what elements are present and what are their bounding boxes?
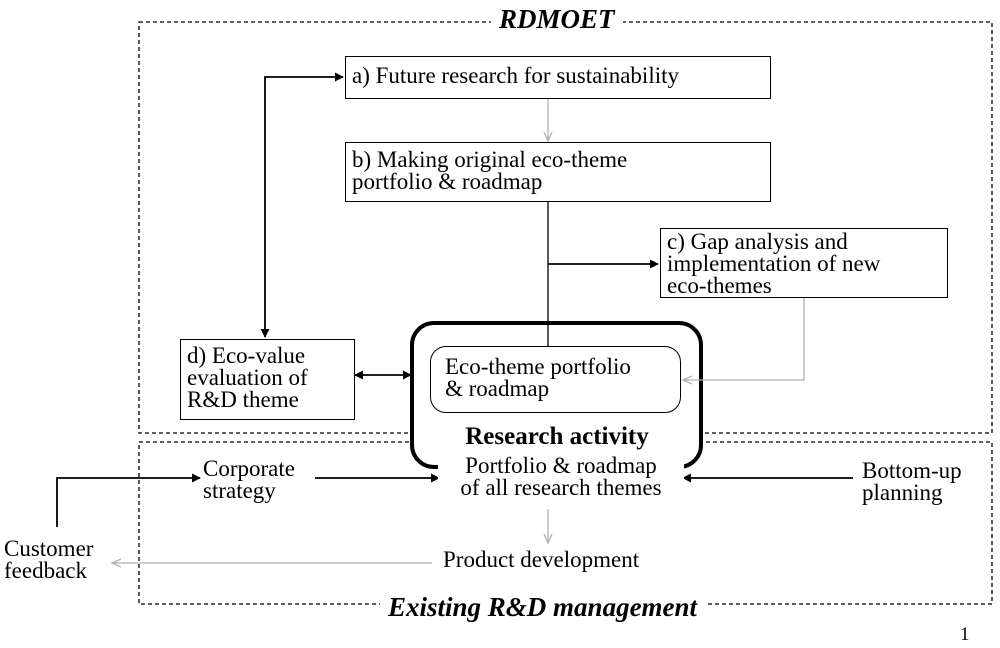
arrow-feedback-to-strategy [56,473,201,527]
rdmoet-title: RDMOET [491,4,623,34]
existing-rd-title: Existing R&D management [380,592,706,622]
box-d-eco-value-evaluation: d) Eco-value evaluation of R&D theme [180,339,355,420]
arrow-c-to-portfolio [683,298,805,380]
page-number: 1 [960,624,970,645]
product-development-label: Product development [443,547,640,572]
existing-rd-frame [138,441,993,605]
bottom-up-planning-label: Bottom-up planning [862,458,962,505]
arrow-d-a-loop [260,72,344,338]
customer-feedback-label: Customer feedback [4,536,94,583]
box-b-original-portfolio: b) Making original eco-theme portfolio &… [345,142,771,202]
box-a-future-research: a) Future research for sustainability [345,56,771,99]
corporate-strategy-label: Corporate strategy [203,456,295,503]
research-activity-label: Research activity [446,424,668,450]
box-eco-theme-portfolio: Eco-theme portfolio & roadmap [430,346,681,413]
box-c-gap-analysis: c) Gap analysis and implementation of ne… [660,228,948,298]
all-research-themes-label: Portfolio & roadmap of all research them… [438,454,684,499]
